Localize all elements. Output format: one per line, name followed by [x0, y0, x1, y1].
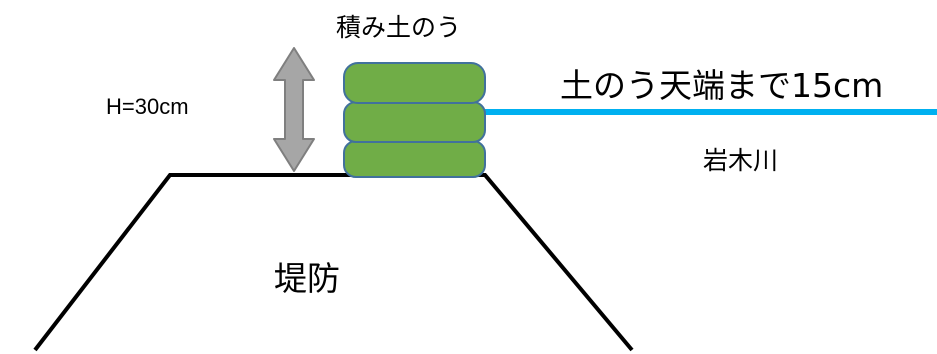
sandbag-bottom: [343, 140, 486, 178]
double-arrow-icon: [273, 47, 315, 172]
sandbag-top: [343, 62, 486, 104]
levee-label: 堤防: [274, 259, 340, 298]
water-level-label: 土のう天端まで15cm: [560, 66, 884, 105]
levee-outline: [33, 173, 634, 352]
height-label: H=30cm: [106, 94, 189, 119]
sandbag-stack-label: 積み土のう: [336, 13, 462, 42]
river-name-label: 岩木川: [703, 146, 779, 175]
sandbag-middle: [343, 101, 486, 143]
